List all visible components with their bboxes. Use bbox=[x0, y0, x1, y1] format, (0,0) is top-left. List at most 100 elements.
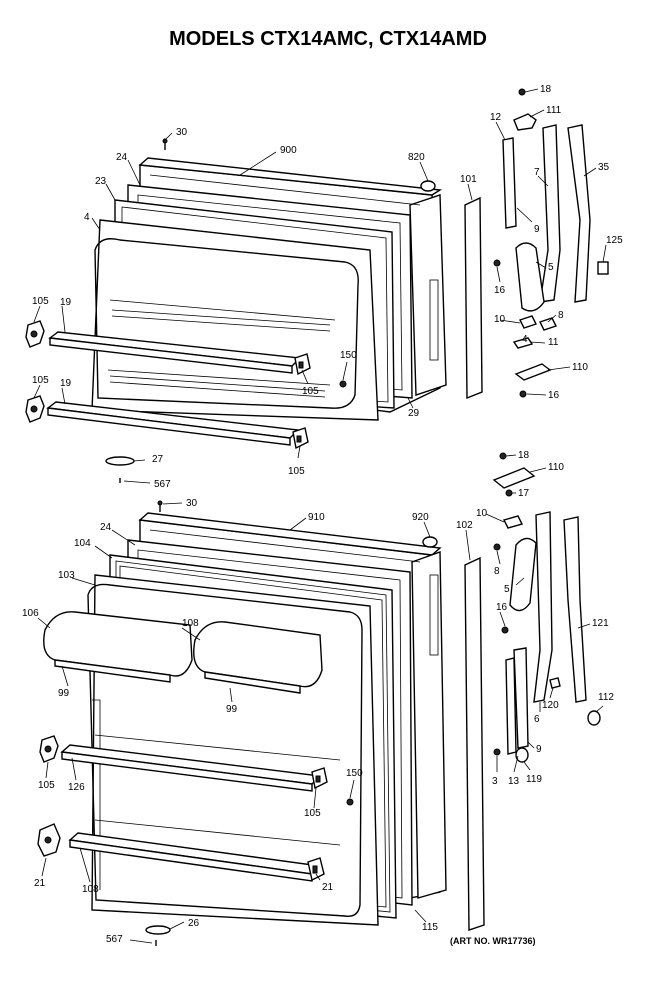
fresh-food-clip-right-upper bbox=[311, 767, 328, 790]
hinge-110 bbox=[514, 363, 552, 381]
freezer-shelf-clip-right-upper bbox=[294, 353, 311, 376]
freezer-door-assembly: 30 900 820 24 23 4 105 19 105 19 105 150… bbox=[25, 127, 483, 490]
freezer-shelf-bar-upper bbox=[48, 331, 302, 374]
hinge-cover-7 bbox=[539, 124, 561, 303]
callout-19-b: 19 bbox=[60, 378, 72, 389]
bushing-10 bbox=[519, 315, 537, 329]
fresh-food-cap-920 bbox=[422, 536, 438, 548]
callout-101: 101 bbox=[460, 174, 477, 185]
fresh-food-clip-right-lower bbox=[307, 857, 325, 882]
callout-8-lower: 8 bbox=[494, 566, 500, 577]
callout-9-lower: 9 bbox=[536, 744, 542, 755]
freezer-shelf-clip-left-upper bbox=[25, 320, 45, 348]
screw-3 bbox=[493, 748, 501, 756]
callout-29: 29 bbox=[408, 408, 420, 419]
callout-105-d: 105 bbox=[302, 386, 319, 397]
callout-104: 104 bbox=[74, 538, 91, 549]
freezer-cap-820 bbox=[420, 180, 436, 192]
screw-16-a bbox=[493, 259, 501, 267]
fresh-food-part-26 bbox=[145, 925, 171, 935]
trim-121 bbox=[563, 516, 587, 703]
callout-120: 120 bbox=[542, 700, 559, 711]
callout-10-lower: 10 bbox=[476, 508, 488, 519]
callout-125: 125 bbox=[606, 235, 623, 246]
freezer-part-27 bbox=[105, 456, 135, 466]
fresh-food-screw-30 bbox=[157, 500, 163, 512]
callout-4: 4 bbox=[84, 212, 90, 223]
part-4 bbox=[512, 337, 534, 349]
callout-21-b: 21 bbox=[322, 882, 334, 893]
fresh-food-leader-lines bbox=[37, 502, 471, 944]
freezer-hinge-parts: 18 111 12 7 35 9 125 5 16 10 8 4 11 110 … bbox=[490, 84, 623, 401]
callout-6: 6 bbox=[534, 714, 540, 725]
callout-8: 8 bbox=[558, 310, 564, 321]
callout-105-fresh-b: 105 bbox=[304, 808, 321, 819]
hinge-110-lower bbox=[492, 467, 536, 489]
callout-4-hinge: 4 bbox=[522, 334, 528, 345]
callout-11: 11 bbox=[548, 337, 559, 348]
callout-7: 7 bbox=[534, 167, 540, 178]
part-8-lower bbox=[493, 543, 501, 551]
callout-567: 567 bbox=[154, 479, 171, 490]
callout-105-fresh-a: 105 bbox=[38, 780, 55, 791]
callout-19-a: 19 bbox=[60, 297, 72, 308]
callout-103: 103 bbox=[58, 570, 75, 581]
fresh-food-clip-left-lower bbox=[37, 823, 61, 857]
callout-17: 17 bbox=[518, 488, 530, 499]
callout-24-fresh: 24 bbox=[100, 522, 112, 533]
plug-112 bbox=[587, 710, 601, 726]
callout-30: 30 bbox=[176, 127, 188, 138]
hinge-shim-12 bbox=[502, 137, 517, 229]
freezer-shelf-bar-lower bbox=[46, 401, 300, 446]
callout-105-c: 105 bbox=[288, 466, 305, 477]
callout-99-a: 99 bbox=[58, 688, 70, 699]
hinge-cap-111 bbox=[513, 113, 537, 131]
shim-13 bbox=[513, 647, 529, 749]
screw-18-lower bbox=[499, 452, 507, 460]
callout-9: 9 bbox=[534, 224, 540, 235]
callout-26: 26 bbox=[188, 918, 200, 929]
callout-99-b: 99 bbox=[226, 704, 238, 715]
callout-18-top: 18 bbox=[540, 84, 552, 95]
callout-105-b: 105 bbox=[32, 375, 49, 386]
fresh-food-handle-trim-102 bbox=[464, 556, 485, 931]
freezer-screw-30 bbox=[162, 138, 168, 150]
callout-16-b: 16 bbox=[548, 390, 560, 401]
part-120 bbox=[549, 677, 561, 689]
screw-17 bbox=[505, 489, 513, 497]
callout-24: 24 bbox=[116, 152, 128, 163]
freezer-hinge-leader-lines bbox=[495, 88, 607, 396]
callout-110: 110 bbox=[572, 362, 588, 373]
freezer-handle-trim-101 bbox=[464, 196, 483, 400]
callout-16-lower: 16 bbox=[496, 602, 508, 613]
fresh-food-screw-150 bbox=[346, 798, 354, 806]
callout-820: 820 bbox=[408, 152, 425, 163]
diagram-title: MODELS CTX14AMC, CTX14AMD bbox=[169, 28, 487, 50]
freezer-screw-150 bbox=[339, 380, 347, 388]
callout-13: 13 bbox=[508, 776, 520, 787]
fresh-food-door-assembly: 30 910 920 24 104 103 106 108 99 99 105 … bbox=[22, 498, 485, 946]
screw-16-lower bbox=[501, 626, 509, 634]
callout-35: 35 bbox=[598, 162, 610, 173]
hinge-5 bbox=[515, 242, 545, 312]
callout-900: 900 bbox=[280, 145, 297, 156]
fresh-food-hinge-parts: 18 110 17 10 8 5 121 16 120 6 112 9 3 13… bbox=[476, 450, 614, 787]
freezer-leader-lines bbox=[33, 132, 473, 484]
part-8 bbox=[539, 317, 557, 331]
part-119 bbox=[515, 747, 529, 763]
screw-18-top bbox=[518, 88, 526, 96]
callout-910: 910 bbox=[308, 512, 325, 523]
callout-27: 27 bbox=[152, 454, 164, 465]
fresh-hinge-leader-lines bbox=[485, 454, 604, 773]
callout-126: 126 bbox=[68, 782, 85, 793]
freezer-shelf-clip-right-lower bbox=[292, 427, 309, 450]
callout-115: 115 bbox=[422, 922, 438, 933]
callout-108-b: 108 bbox=[82, 884, 99, 895]
callout-112: 112 bbox=[598, 692, 614, 703]
fresh-food-clip-left-upper bbox=[39, 735, 59, 763]
callout-150: 150 bbox=[340, 350, 357, 361]
callout-150-fresh: 150 bbox=[346, 768, 363, 779]
bushing-10-lower bbox=[502, 515, 524, 529]
callout-111: 111 bbox=[546, 105, 562, 116]
callout-3: 3 bbox=[492, 776, 498, 787]
